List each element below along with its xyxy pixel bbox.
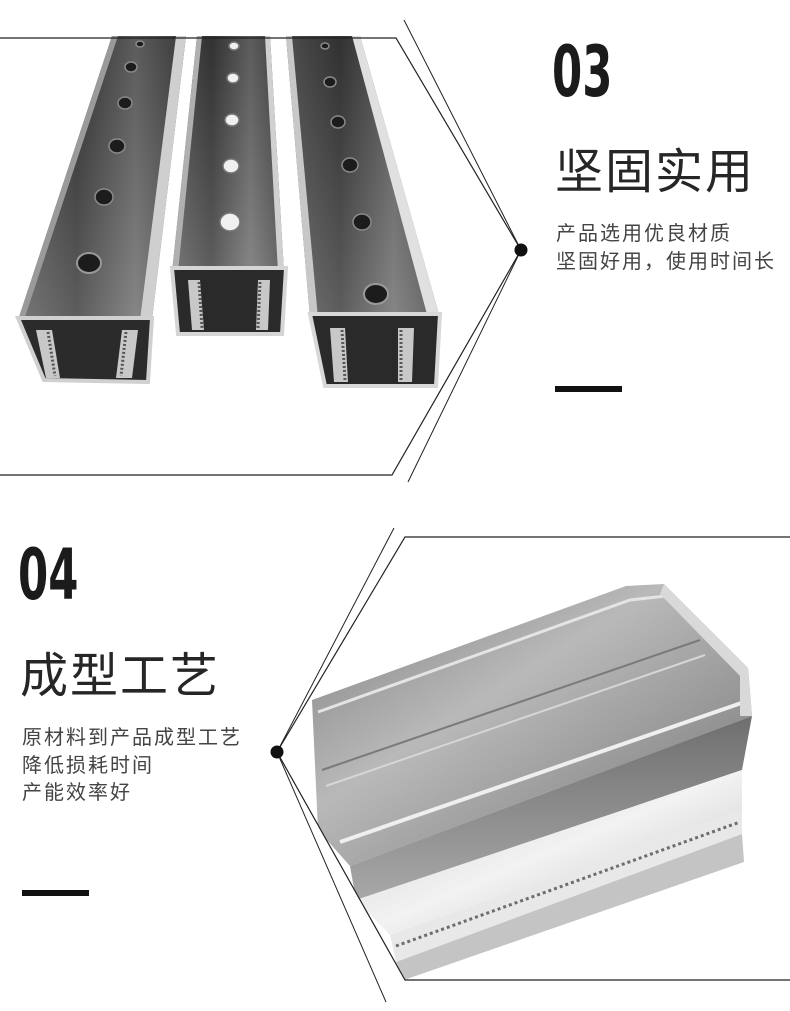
- steel-channel-left: [14, 36, 186, 385]
- ridge-highlight: [325, 654, 706, 787]
- mounting-hole: [219, 212, 241, 232]
- channel-end-profile: [307, 312, 443, 388]
- channel-edge-highlight: [140, 36, 186, 320]
- section-number: 03: [552, 31, 613, 113]
- steel-channel-middle: [169, 36, 289, 336]
- mounting-hole: [330, 115, 346, 129]
- mounting-hole: [94, 188, 114, 206]
- channel-end-cut: [660, 584, 752, 716]
- mounting-hole: [341, 157, 359, 173]
- mounting-hole: [117, 96, 133, 110]
- serrated-lip: [116, 330, 138, 378]
- section-description: 原材料到产品成型工艺 降低损耗时间 产能效率好: [22, 724, 242, 807]
- ridge-shadow: [321, 639, 701, 771]
- section-number: 04: [18, 534, 79, 616]
- channel-edge-left: [18, 36, 118, 320]
- channel-edge-left: [172, 36, 202, 272]
- mounting-hole: [222, 158, 240, 174]
- mounting-hole: [320, 42, 330, 50]
- serrated-lip: [36, 330, 60, 378]
- mounting-hole: [226, 72, 240, 84]
- channel-inner-wall: [350, 716, 752, 900]
- lip-teeth: [119, 331, 128, 377]
- section-description-line: 产能效率好: [22, 780, 132, 804]
- product-photo-channel-closeup: [312, 584, 752, 980]
- channel-edge-left: [286, 36, 318, 318]
- lip-teeth: [395, 820, 741, 948]
- mounting-hole: [76, 252, 102, 274]
- section-description-line: 产品选用优良材质: [556, 221, 732, 245]
- serrated-lip: [188, 280, 204, 330]
- section-description: 产品选用优良材质 坚固好用，使用时间长: [556, 219, 776, 275]
- accent-bar: [555, 386, 622, 392]
- channel-edge-highlight: [265, 36, 284, 272]
- section-description-line: 降低损耗时间: [22, 752, 154, 777]
- channel-face-shade: [286, 36, 440, 318]
- mounting-hole: [108, 138, 126, 154]
- channel-back-face: [312, 584, 752, 866]
- accent-bar: [22, 890, 89, 896]
- mounting-hole: [224, 113, 240, 127]
- mounting-hole: [352, 213, 372, 231]
- ridge-highlight: [317, 594, 667, 714]
- section-description-line: 坚固好用，使用时间长: [556, 249, 776, 273]
- channel-inner-floor: [356, 770, 742, 935]
- steel-channel-right: [286, 36, 443, 388]
- mounting-hole: [323, 76, 337, 88]
- product-photo-perforated-channels: [14, 36, 443, 388]
- serrated-lip: [256, 280, 270, 330]
- section-description-line: 原材料到产品成型工艺: [22, 725, 242, 749]
- serrated-lip: [330, 328, 348, 382]
- mounting-hole: [135, 40, 145, 48]
- lip-teeth: [46, 331, 57, 377]
- mounting-hole: [363, 283, 389, 305]
- photo-frame-outline-offset: [403, 19, 522, 483]
- section-title: 坚固实用: [555, 144, 756, 200]
- mounting-hole: [228, 41, 240, 51]
- edge-highlight: [339, 698, 751, 844]
- serrated-lip: [398, 328, 414, 382]
- lip-teeth: [340, 329, 347, 381]
- frame-apex-dot: [514, 243, 528, 257]
- section-title: 成型工艺: [20, 648, 221, 704]
- mounting-hole: [124, 61, 138, 73]
- channel-lower-edge: [396, 834, 744, 980]
- frame-apex-dot: [270, 745, 284, 759]
- channel-edge-highlight: [352, 36, 440, 318]
- channel-face-shade: [172, 36, 284, 272]
- channel-face-shade: [18, 36, 186, 320]
